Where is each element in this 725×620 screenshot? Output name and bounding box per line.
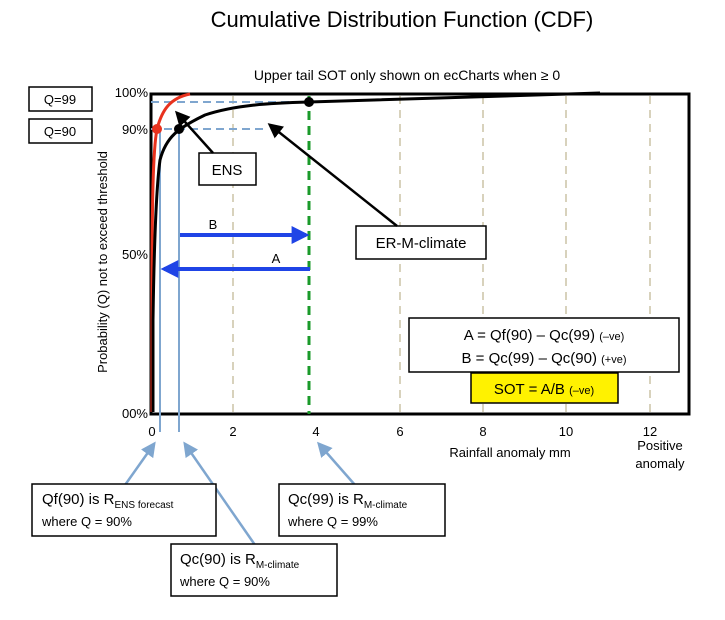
qc99-point [304,97,314,107]
upper-tail-note: Upper tail SOT only shown on ecCharts wh… [254,67,560,83]
qc99-callout-line1: Qc(99) is RM-climate [288,491,408,511]
y-tick-90: 90% [122,122,148,137]
qc90-callout-line2: where Q = 90% [179,574,270,589]
y-axis-label: Probability (Q) not to exceed threshold [95,151,110,373]
y-tick-0: 00% [122,406,148,421]
q90-label: Q=90 [44,124,76,139]
x-tick-10: 10 [559,424,573,439]
x-tick-12: 12 [643,424,657,439]
arrow-a-label: A [272,251,281,266]
qc99-callout-line2: where Q = 99% [287,514,378,529]
x-tick-8: 8 [479,424,486,439]
climate-pointer-arrow [267,123,398,227]
formula-b: B = Qc(99) – Qc(90) (+ve) [461,350,626,367]
x-axis-label: Rainfall anomaly mm [449,445,570,460]
ens-label: ENS [212,162,243,179]
x-axis-end-label-line2: anomaly [635,456,685,471]
formula-a: A = Qf(90) – Qc(99) (–ve) [464,327,625,344]
qf90-callout-line2: where Q = 90% [41,514,132,529]
qf90-callout-line1: Qf(90) is RENS forecast [42,491,174,511]
qc99-callout-box [278,483,446,537]
qf90-callout-arrow [123,441,156,486]
ens-pointer-arrow [174,110,214,154]
qc90-callout-line1: Qc(90) is RM-climate [180,551,300,571]
climate-label: ER-M-climate [376,235,467,252]
formula-box [408,317,680,373]
qc90-callout-box [170,543,338,597]
q99-box [28,86,93,112]
qc90-point [174,124,184,134]
q90-box [28,118,93,144]
x-tick-4: 4 [312,424,319,439]
climate-cdf-curve [151,91,601,412]
x-tick-2: 2 [229,424,236,439]
y-tick-50: 50% [122,247,148,262]
arrow-b-label: B [209,217,218,232]
y-tick-100: 100% [115,85,149,100]
qc90-callout-arrow [183,441,257,546]
x-axis-end-label-line1: Positive [637,438,683,453]
ens-label-box [198,152,257,186]
diagram-title: Cumulative Distribution Function (CDF) [211,7,594,32]
qf90-point [152,124,162,134]
x-tick-0: 0 [148,424,155,439]
climate-label-box [355,225,487,260]
x-tick-6: 6 [396,424,403,439]
sot-formula: SOT = A/B (–ve) [494,381,594,398]
sot-box [470,372,619,404]
ens-cdf-curve [150,92,191,412]
qc99-callout-arrow [317,441,356,486]
qf90-callout-box [31,483,217,537]
q99-label: Q=99 [44,92,76,107]
